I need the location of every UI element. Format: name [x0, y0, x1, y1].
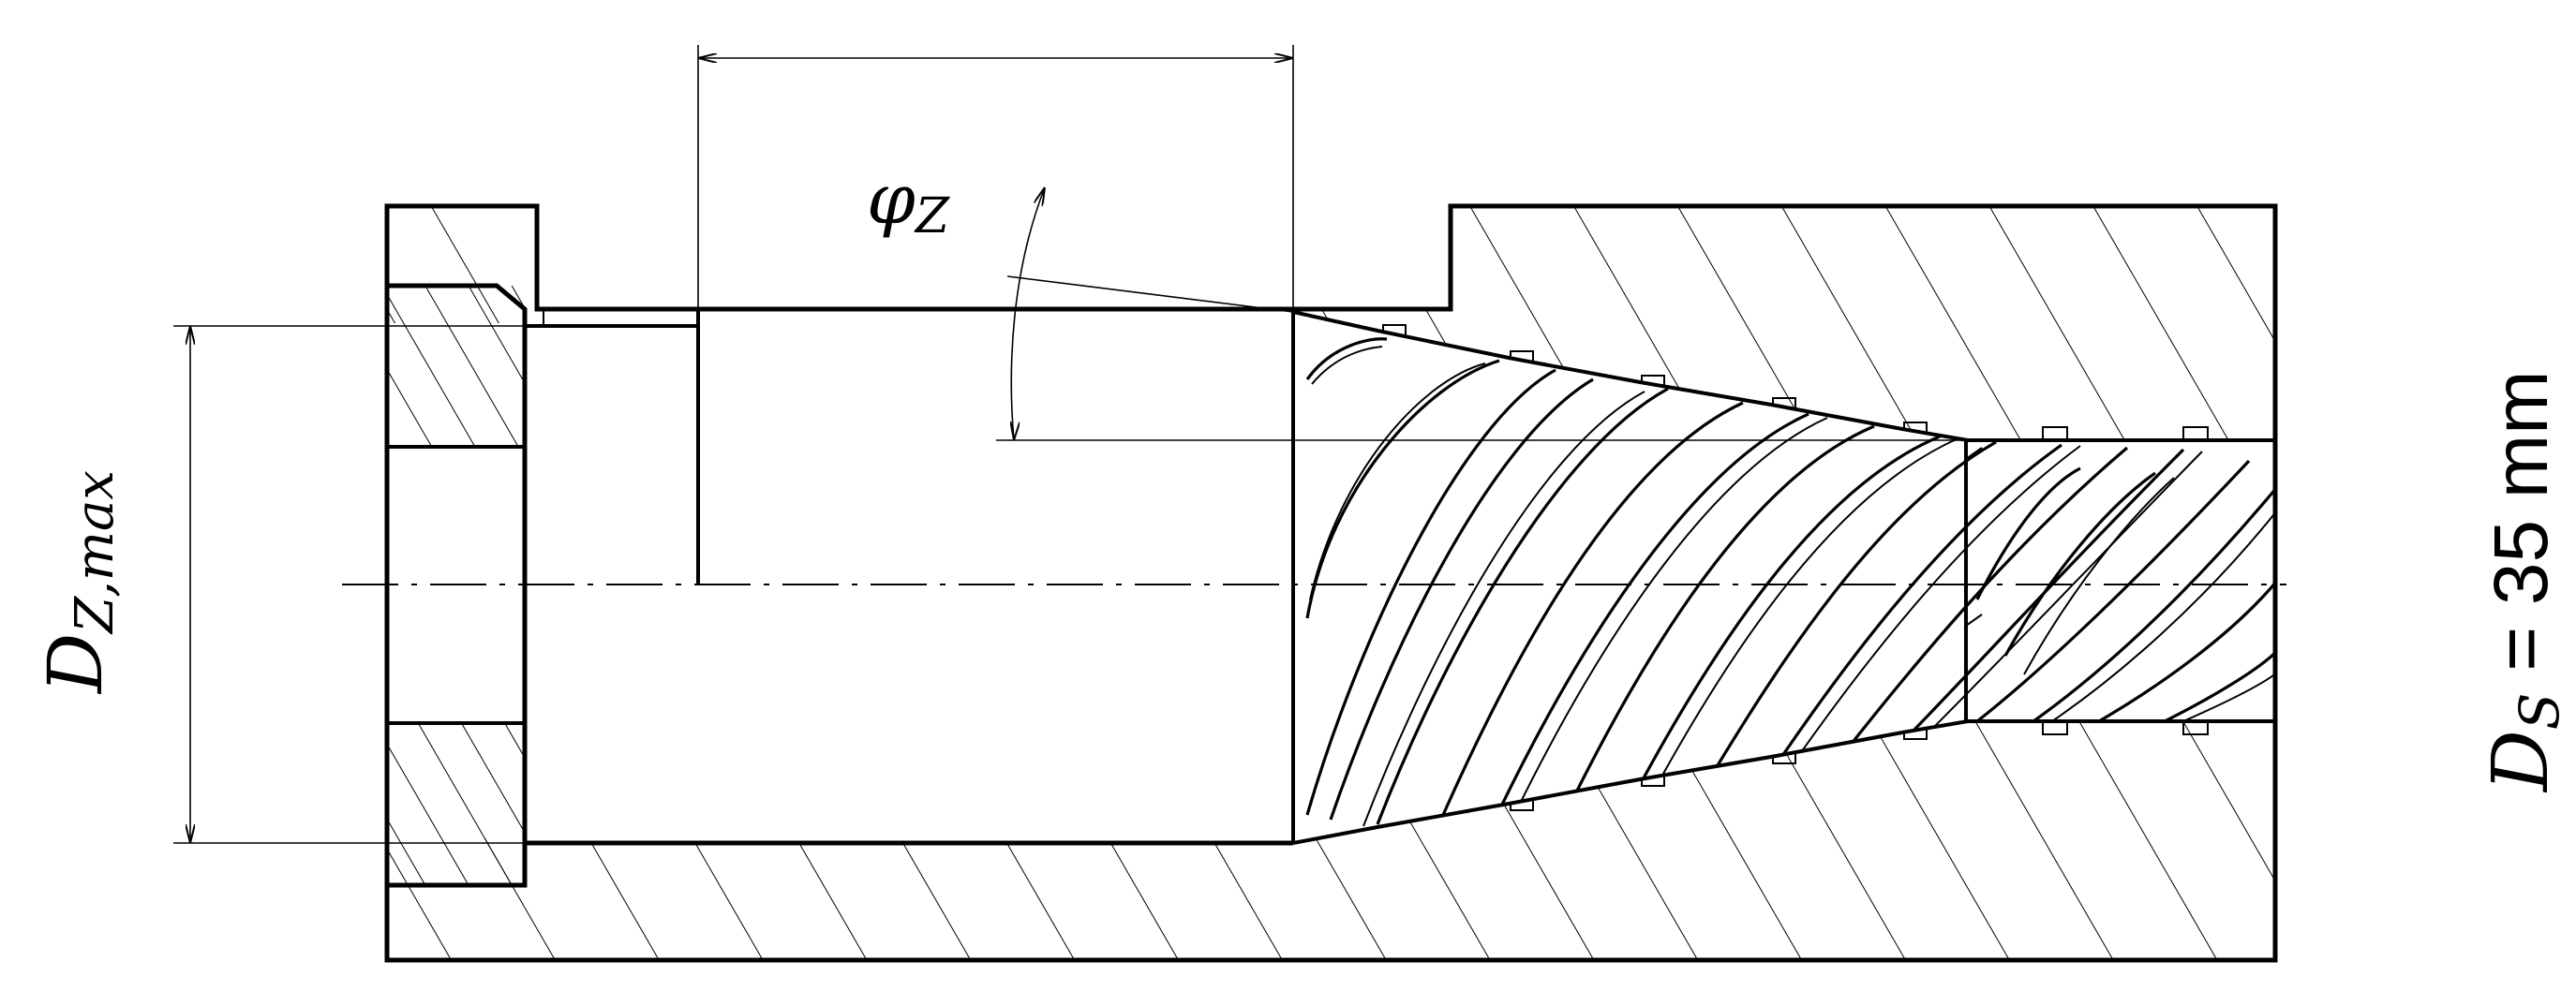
phi-symbol: φ	[867, 159, 916, 240]
dz-max-dimension	[173, 325, 525, 844]
dz-symbol: D	[32, 633, 119, 695]
ds-symbol: D	[2477, 730, 2566, 793]
screw-flights	[1305, 337, 2277, 827]
insert-ring-lower-section	[387, 723, 525, 884]
ds-value: = 35 mm	[2479, 370, 2564, 692]
ds-subscript: S	[2508, 693, 2571, 731]
ds-diameter-label: DS = 35 mm	[2477, 370, 2571, 793]
lower-housing-section	[387, 721, 2275, 960]
dz-max-label: DZ,max	[32, 470, 126, 695]
phi-z-label: φZ	[867, 159, 950, 244]
housing-section-hatching	[387, 206, 2275, 960]
taper-angle-dimension	[996, 187, 1968, 441]
housing-grooves	[1382, 324, 2209, 811]
upper-housing-section	[1293, 206, 2275, 440]
phi-subscript: Z	[914, 188, 950, 244]
dz-subscript: Z,max	[65, 470, 126, 635]
channel-length-dimension	[697, 45, 1294, 309]
insert-ring-upper-section	[387, 286, 525, 447]
